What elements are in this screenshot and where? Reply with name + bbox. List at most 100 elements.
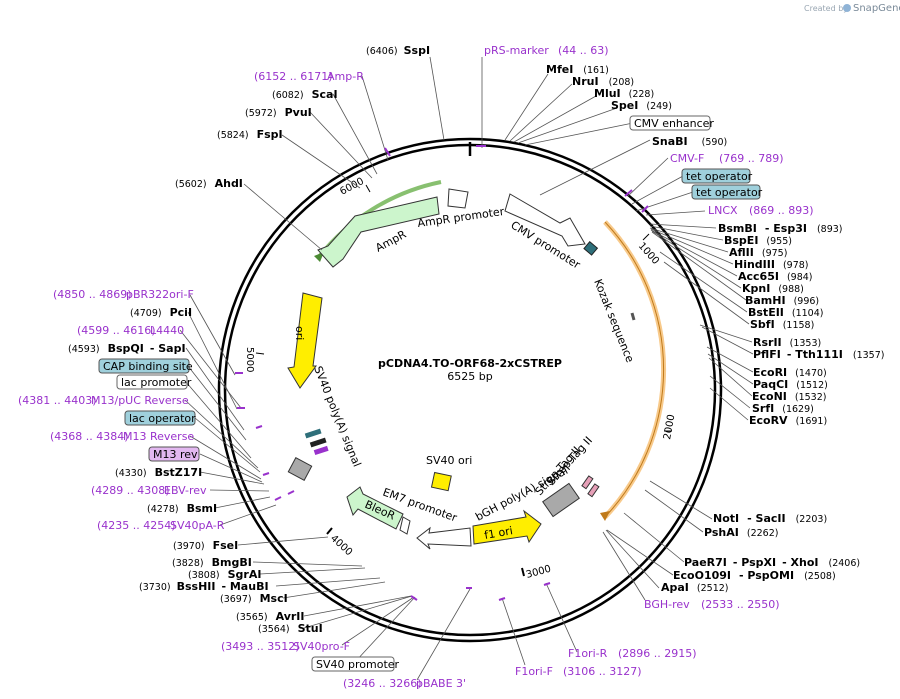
ahdi-label: (5602)AhdI bbox=[175, 177, 243, 190]
feature-ori: ori bbox=[287, 292, 323, 389]
orf-highlight bbox=[603, 220, 666, 519]
ampr-primer-label: Amp-R bbox=[327, 70, 364, 83]
bmgbi-label: (3828)BmgBI bbox=[172, 556, 252, 569]
bamhi-label: BamHI(996) bbox=[745, 294, 819, 307]
bstz17i-label: (4330)BstZ17I bbox=[115, 466, 202, 479]
avrii-label: (3565)AvrII bbox=[236, 610, 305, 623]
bsteii-label: BstEII(1104) bbox=[748, 306, 823, 319]
econi-label: EcoNI(1532) bbox=[752, 390, 826, 403]
f1ori-f-label: F1ori-F bbox=[515, 665, 553, 678]
tet-operator-box-2: tet operator bbox=[691, 184, 763, 200]
feature-cmv-promoter: CMV promoter bbox=[504, 193, 586, 272]
rsrii-label: RsrII(1353) bbox=[753, 336, 821, 349]
svg-text:tet operator: tet operator bbox=[686, 170, 753, 183]
ecori-label: EcoRI(1470) bbox=[753, 366, 827, 379]
sv40pa-r-label: SV40pA-R bbox=[170, 519, 225, 532]
kozak-label: Kozak sequence bbox=[591, 277, 636, 364]
snabi-label: SnaBI(590) bbox=[652, 135, 727, 148]
bspqi-label: (4593)BspQI- SapI bbox=[68, 342, 186, 355]
feature-sv40-promoter-arc bbox=[416, 526, 472, 550]
cmv-f-label: CMV-F bbox=[670, 152, 704, 165]
pcii-label: (4709)PciI bbox=[130, 306, 192, 319]
fsei-label: (3970)FseI bbox=[173, 539, 238, 552]
eco0109i-label: EcoO109I- PspOMI(2508) bbox=[673, 569, 836, 582]
bsshii-label: (3730)BssHII- MauBI bbox=[139, 580, 269, 593]
nrui-label: NruI(208) bbox=[572, 75, 634, 88]
pvui-label: (5972)PvuI bbox=[245, 106, 312, 119]
bgh-rev-range: (2533 .. 2550) bbox=[701, 598, 780, 611]
ecorv-label: EcoRV(1691) bbox=[749, 414, 827, 427]
leader-lines bbox=[179, 56, 754, 681]
spei-label: SpeI(249) bbox=[611, 99, 672, 112]
fspi-label: (5824)FspI bbox=[217, 128, 283, 141]
svg-text:lac operator: lac operator bbox=[129, 412, 196, 425]
svg-text:CMV enhancer: CMV enhancer bbox=[634, 117, 714, 130]
apai-label: ApaI(2512) bbox=[661, 581, 729, 594]
pflfi-label: PflFI- Tth111I(1357) bbox=[753, 348, 884, 361]
svg-text:SV40 promoter: SV40 promoter bbox=[316, 658, 400, 671]
tick-6000: 6000 bbox=[338, 176, 366, 198]
lncx-label: LNCX bbox=[708, 204, 738, 217]
bgh-rev-label: BGH-rev bbox=[644, 598, 690, 611]
bgh-polya-feature bbox=[542, 482, 580, 518]
cap-binding-site-label: CAP binding site bbox=[98, 358, 193, 374]
prs-marker-label: pRS-marker bbox=[484, 44, 549, 57]
lac-operator-label: lac operator bbox=[124, 410, 196, 426]
lncx-range: (869 .. 893) bbox=[749, 204, 814, 217]
m13reverse-range: (4368 .. 4384) bbox=[50, 430, 129, 443]
f1ori-f-range: (3106 .. 3127) bbox=[563, 665, 642, 678]
bspei-label: BspEI(955) bbox=[724, 234, 792, 247]
srfi-label: SrfI(1629) bbox=[752, 402, 814, 415]
strep-tag-mark-1 bbox=[581, 475, 594, 490]
sv40-ori-label: SV40 ori bbox=[426, 454, 472, 467]
scai-label: (6082)ScaI bbox=[272, 88, 338, 101]
sbfi-label: SbfI(1158) bbox=[750, 318, 814, 331]
snapgene-credit: Created by SnapGene bbox=[804, 3, 900, 14]
paqci-label: PaqCI(1512) bbox=[753, 378, 828, 391]
svg-text:tet operator: tet operator bbox=[696, 186, 763, 199]
ampr-label: AmpR bbox=[373, 228, 408, 255]
backbone bbox=[217, 137, 723, 643]
bsmbi-label: BsmBI- Esp3I(893) bbox=[718, 222, 843, 235]
m13puc-range: (4381 .. 4403) bbox=[18, 394, 97, 407]
strep-tag-mark-2 bbox=[587, 483, 600, 498]
svg-text:CAP binding site: CAP binding site bbox=[103, 360, 193, 373]
ori-label: ori bbox=[293, 326, 306, 340]
pbabe3-range: (3246 .. 3266) bbox=[343, 677, 422, 690]
tick-2000: 2000 bbox=[662, 414, 677, 441]
feature-f1-ori: f1 ori bbox=[472, 509, 542, 545]
hindiii-label: HindIII(978) bbox=[734, 258, 809, 271]
ebv-rev-range: (4289 .. 4308) bbox=[91, 484, 170, 497]
primer-marks bbox=[235, 145, 649, 601]
f1ori-r-label: F1ori-R bbox=[568, 647, 608, 660]
cmv-enhancer-label: CMV enhancer bbox=[629, 115, 714, 131]
credit-prefix: Created by bbox=[804, 4, 848, 13]
f1-ori-label: f1 ori bbox=[483, 524, 514, 542]
tick-3000: 3000 bbox=[525, 564, 552, 581]
sv40pa-r-range: (4235 .. 4254) bbox=[97, 519, 176, 532]
m13puc-label: M13/pUC Reverse bbox=[91, 394, 189, 407]
kpni-label: KpnI(988) bbox=[742, 282, 804, 295]
sv40-polya-marks bbox=[287, 428, 329, 481]
sv40-ori-feature bbox=[430, 471, 452, 492]
plasmid-name: pCDNA4.TO-ORF68-2xCSTREP bbox=[378, 357, 562, 370]
sv40-promoter-label: SV40 promoter bbox=[311, 656, 400, 672]
lac-promoter-label: lac promoter bbox=[116, 374, 192, 390]
acc65i-label: Acc65I(984) bbox=[738, 270, 813, 283]
em7-feature bbox=[399, 516, 411, 535]
sv40pro-f-label: SV40pro-F bbox=[293, 640, 350, 653]
tick-1000: 1000 bbox=[636, 241, 661, 267]
plasmid-size: 6525 bp bbox=[447, 370, 492, 383]
pbr-range: (4850 .. 4869) bbox=[53, 288, 132, 301]
svg-text:M13 rev: M13 rev bbox=[153, 448, 198, 461]
sspi-label: (6406)SspI bbox=[366, 44, 430, 57]
pbabe3-label: pBABE 3' bbox=[416, 677, 466, 690]
credit-brand: SnapGene bbox=[853, 3, 900, 14]
f1ori-r-range: (2896 .. 2915) bbox=[618, 647, 697, 660]
prs-marker-range: (44 .. 63) bbox=[558, 44, 609, 57]
m13reverse-label: M13 Reverse bbox=[123, 430, 194, 443]
mfei-label: MfeI(161) bbox=[546, 63, 609, 76]
svg-text:lac promoter: lac promoter bbox=[121, 376, 192, 389]
ebv-rev-label: EBV-rev bbox=[164, 484, 207, 497]
